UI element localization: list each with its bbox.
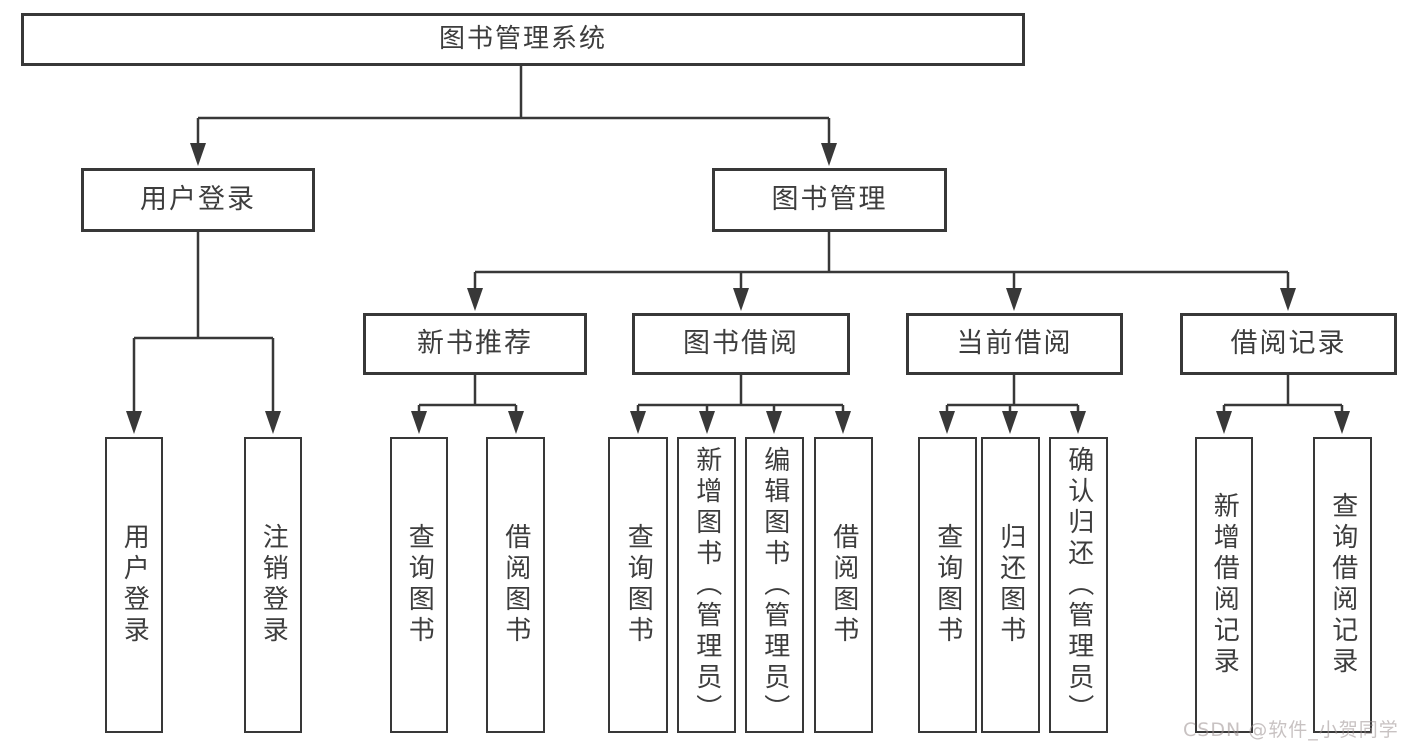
arrow-down-icon — [1216, 411, 1232, 434]
arrow-down-icon — [190, 143, 206, 166]
node-new-book-recommend: 新书推荐 — [363, 313, 587, 375]
leaf-add-books-admin: 新增图书（管理员） — [677, 437, 736, 733]
arrow-down-icon — [467, 288, 483, 311]
arrow-down-icon — [939, 411, 955, 434]
leaf-return-books: 归还图书 — [981, 437, 1040, 733]
arrow-down-icon — [126, 411, 142, 434]
leaf-query-books-current: 查询图书 — [918, 437, 977, 733]
node-book-management: 图书管理 — [712, 168, 947, 232]
arrow-down-icon — [835, 411, 851, 434]
arrow-down-icon — [1006, 288, 1022, 311]
leaf-query-borrow-record: 查询借阅记录 — [1313, 437, 1372, 733]
leaf-borrow-books-recommend: 借阅图书 — [486, 437, 545, 733]
leaf-add-borrow-record: 新增借阅记录 — [1195, 437, 1253, 733]
node-user-login: 用户登录 — [81, 168, 315, 232]
leaf-logout: 注销登录 — [244, 437, 302, 733]
connector-lines — [132, 66, 1344, 418]
arrow-down-icon — [821, 143, 837, 166]
arrow-down-icon — [1280, 288, 1296, 311]
connector-borrow-to-children — [636, 375, 845, 418]
connector-bookmgmt-to-sections — [473, 232, 1290, 295]
node-borrow-records: 借阅记录 — [1180, 313, 1397, 375]
arrow-down-icon — [508, 411, 524, 434]
arrow-down-icon — [265, 411, 281, 434]
leaf-query-books-borrow: 查询图书 — [608, 437, 668, 733]
arrowheads — [126, 143, 1350, 434]
arrow-down-icon — [733, 288, 749, 311]
leaf-query-books-recommend: 查询图书 — [390, 437, 448, 733]
arrow-down-icon — [630, 411, 646, 434]
node-current-borrow: 当前借阅 — [906, 313, 1123, 375]
leaf-edit-books-admin: 编辑图书（管理员） — [745, 437, 804, 733]
connector-records-to-children — [1222, 375, 1344, 418]
watermark: CSDN @软件_小贺同学 — [1183, 719, 1399, 741]
node-book-borrow: 图书借阅 — [632, 313, 850, 375]
arrow-down-icon — [1002, 411, 1018, 434]
arrow-down-icon — [1070, 411, 1086, 434]
arrow-down-icon — [1334, 411, 1350, 434]
connector-userlogin-to-children — [132, 232, 275, 418]
arrow-down-icon — [411, 411, 427, 434]
arrow-down-icon — [699, 411, 715, 434]
node-root-system: 图书管理系统 — [21, 13, 1025, 66]
leaf-user-login: 用户登录 — [105, 437, 163, 733]
arrow-down-icon — [766, 411, 782, 434]
leaf-borrow-books: 借阅图书 — [814, 437, 873, 733]
connector-root-to-level2 — [196, 66, 831, 150]
connector-newbooks-to-children — [417, 375, 518, 418]
leaf-confirm-return-admin: 确认归还（管理员） — [1049, 437, 1108, 733]
